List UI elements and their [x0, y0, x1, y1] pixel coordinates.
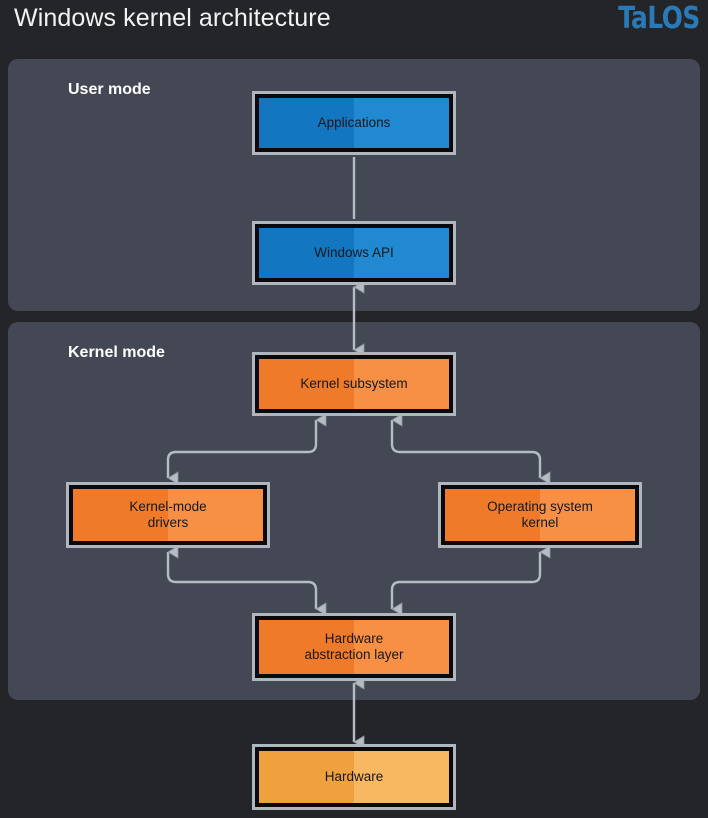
- node-kernel-mode-drivers-label: Kernel-mode drivers: [129, 499, 207, 530]
- node-operating-system-kernel-label: Operating system kernel: [487, 499, 593, 530]
- node-windows-api-fill: Windows API: [259, 228, 449, 278]
- node-operating-system-kernel[interactable]: Operating system kernel: [438, 482, 642, 548]
- node-kernel-mode-drivers-fill: Kernel-mode drivers: [73, 489, 263, 541]
- page-title: Windows kernel architecture: [14, 4, 331, 32]
- panel-kernel-mode-label: Kernel mode: [68, 344, 165, 361]
- node-applications-fill: Applications: [259, 98, 449, 148]
- node-hardware-abstraction-layer-label: Hardware abstraction layer: [304, 631, 404, 662]
- talos-logo: TaLOS: [618, 1, 700, 36]
- node-kernel-mode-drivers[interactable]: Kernel-mode drivers: [66, 482, 270, 548]
- node-hardware[interactable]: Hardware: [252, 744, 456, 810]
- node-windows-api-label: Windows API: [314, 245, 394, 260]
- node-applications[interactable]: Applications: [252, 91, 456, 155]
- node-kernel-subsystem-label: Kernel subsystem: [300, 376, 408, 391]
- panel-user-mode-label: User mode: [68, 81, 151, 98]
- node-hardware-abstraction-layer[interactable]: Hardware abstraction layer: [252, 613, 456, 681]
- node-kernel-subsystem-fill: Kernel subsystem: [259, 359, 449, 409]
- node-windows-api[interactable]: Windows API: [252, 221, 456, 285]
- node-operating-system-kernel-fill: Operating system kernel: [445, 489, 635, 541]
- node-hardware-label: Hardware: [324, 769, 384, 784]
- node-applications-label: Applications: [317, 115, 391, 130]
- node-hardware-fill: Hardware: [259, 751, 449, 803]
- node-hardware-abstraction-layer-fill: Hardware abstraction layer: [259, 620, 449, 674]
- header: Windows kernel architecture TaLOS: [0, 0, 708, 56]
- node-kernel-subsystem[interactable]: Kernel subsystem: [252, 352, 456, 416]
